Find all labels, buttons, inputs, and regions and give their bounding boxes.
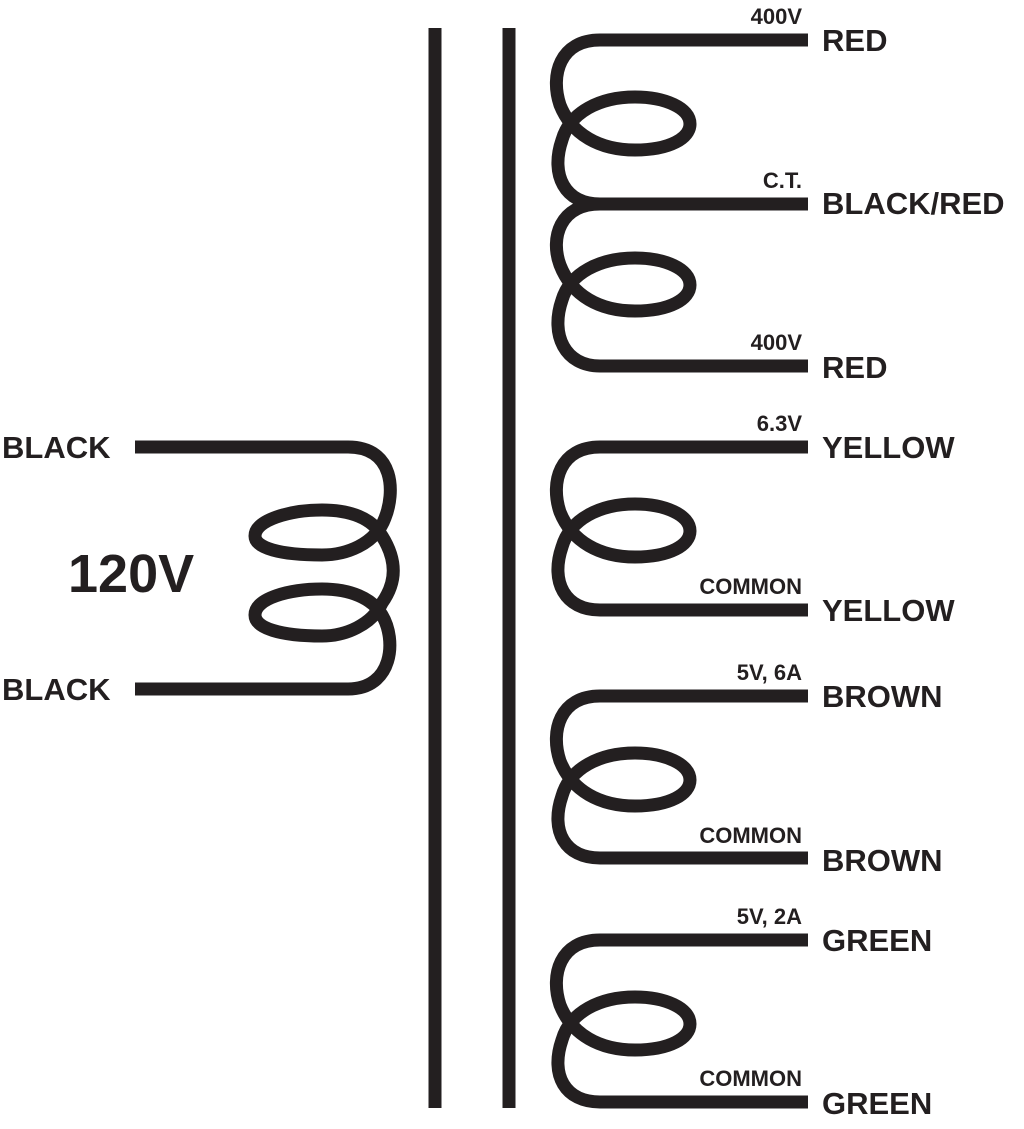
5v-2a-coil (549, 933, 808, 1109)
5v-6a-top-rating: 5V, 6A (737, 660, 802, 685)
high-voltage-coil (549, 33, 808, 373)
secondary-5v-2a: 5V, 2A GREEN COMMON GREEN (549, 904, 932, 1121)
5v-2a-top-rating: 5V, 2A (737, 904, 802, 929)
transformer-core (428, 28, 516, 1108)
hv-bottom-lead-label: RED (822, 350, 887, 385)
filament-common-rating: COMMON (699, 574, 802, 599)
filament-top-lead-label: YELLOW (822, 430, 955, 465)
hv-center-tap-lead-label: BLACK/RED (822, 186, 1005, 221)
primary-winding: BLACK BLACK 120V (2, 430, 400, 707)
hv-center-tap-rating: C.T. (763, 168, 802, 193)
5v-6a-coil (549, 689, 808, 865)
filament-common-lead-label: YELLOW (822, 593, 955, 628)
filament-coil (549, 440, 808, 617)
primary-voltage-label: 120V (68, 544, 194, 604)
hv-top-rating: 400V (751, 4, 803, 29)
primary-top-lead-label: BLACK (2, 430, 111, 465)
hv-bottom-rating: 400V (751, 330, 803, 355)
hv-top-lead-label: RED (822, 23, 887, 58)
secondary-filament: 6.3V YELLOW COMMON YELLOW (549, 411, 955, 628)
5v-6a-common-lead-label: BROWN (822, 843, 943, 878)
secondary-high-voltage: 400V RED C.T. BLACK/RED 400V RED (549, 4, 1005, 385)
5v-2a-common-lead-label: GREEN (822, 1086, 932, 1121)
5v-6a-top-lead-label: BROWN (822, 679, 943, 714)
filament-top-rating: 6.3V (757, 411, 803, 436)
5v-6a-common-rating: COMMON (699, 823, 802, 848)
5v-2a-top-lead-label: GREEN (822, 923, 932, 958)
secondary-5v-6a: 5V, 6A BROWN COMMON BROWN (549, 660, 943, 878)
primary-bottom-lead-label: BLACK (2, 672, 111, 707)
5v-2a-common-rating: COMMON (699, 1066, 802, 1091)
primary-coil (135, 440, 400, 696)
